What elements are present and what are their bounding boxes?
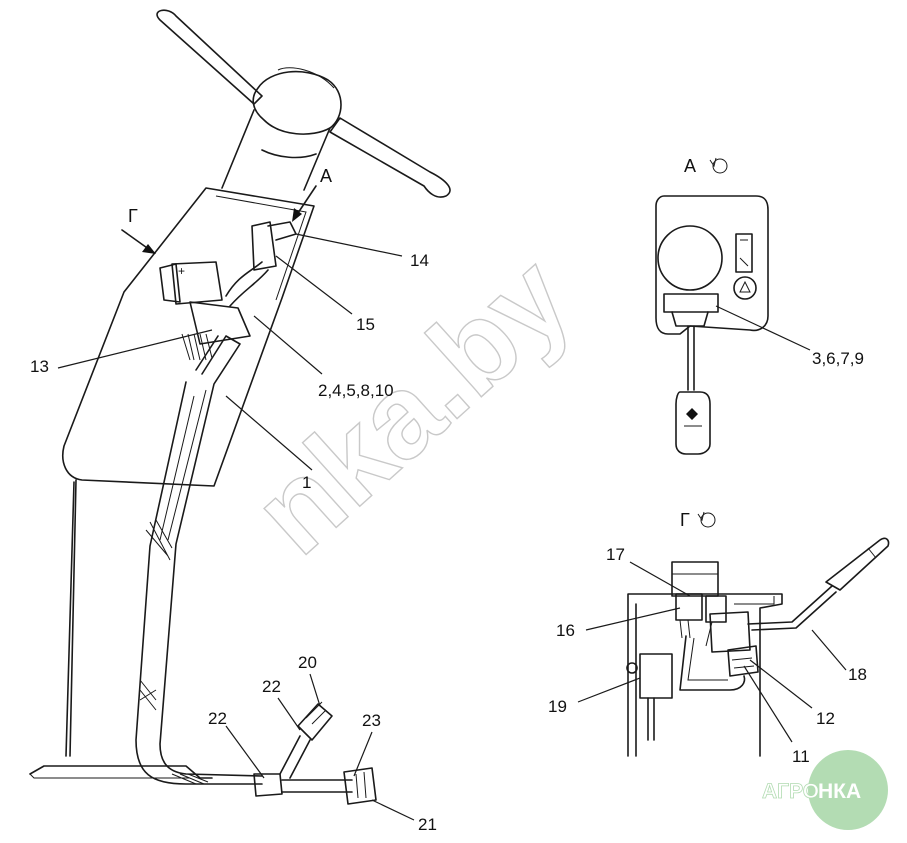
view-g: Г 17 16 18: [548, 510, 890, 766]
agronka-logo: АГРО НКА: [762, 750, 888, 830]
callout-16: 16: [556, 621, 575, 640]
callout-17: 17: [606, 545, 625, 564]
svg-text:+: +: [178, 264, 185, 278]
watermark-text: nka.by: [229, 231, 595, 579]
steering-wheel: [156, 9, 451, 198]
callout-19: 19: [548, 697, 567, 716]
view-a-mark: А: [320, 166, 332, 186]
rotate-icon-g: [700, 512, 716, 528]
callout-13: 13: [30, 357, 49, 376]
callout-22-upper: 22: [262, 677, 281, 696]
callout-21: 21: [418, 815, 437, 834]
callout-11: 11: [792, 747, 810, 766]
main-harness: [135, 335, 263, 785]
logo-right: НКА: [818, 780, 861, 803]
callout-1: 1: [302, 473, 311, 492]
view-g-title: Г: [680, 510, 690, 530]
view-a: А 3,6,7,9: [655, 156, 864, 455]
column-housing: [29, 187, 315, 779]
view-arrow-a: А: [292, 166, 332, 222]
lower-connectors: [253, 701, 377, 805]
hazard-icon: [733, 276, 757, 300]
callout-23: 23: [362, 711, 381, 730]
view-a-title: А: [684, 156, 696, 176]
watermark: nka.by: [228, 230, 596, 580]
switch-block: +: [159, 221, 297, 361]
logo-left: АГРО: [762, 780, 819, 803]
callout-2-4-5-8-10: 2,4,5,8,10: [318, 381, 394, 400]
callout-18: 18: [848, 665, 867, 684]
view-g-mark: Г: [128, 206, 138, 226]
rotate-icon: [712, 158, 728, 174]
callout-22-lower: 22: [208, 709, 227, 728]
callout-14: 14: [410, 251, 429, 270]
callout-15: 15: [356, 315, 375, 334]
callout-3-6-7-9: 3,6,7,9: [812, 349, 864, 368]
view-arrow-g: Г: [121, 206, 156, 254]
logo-circle: [808, 750, 888, 830]
leaders-main: [57, 233, 415, 821]
callout-20: 20: [298, 653, 317, 672]
callout-12: 12: [816, 709, 835, 728]
